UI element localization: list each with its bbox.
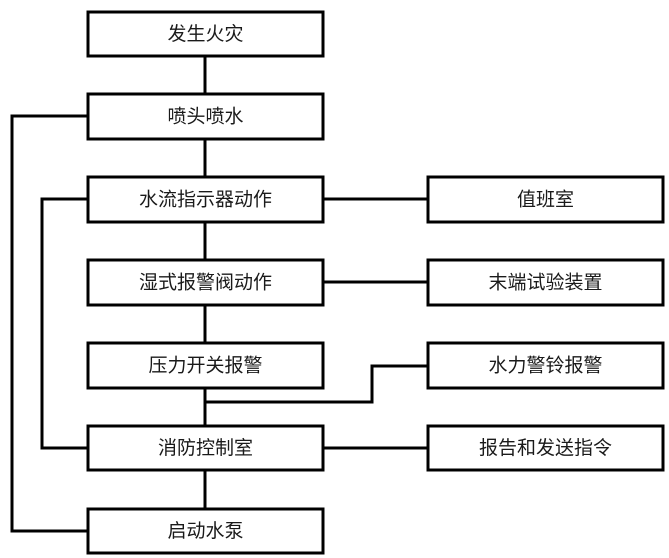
node-label: 末端试验装置 [488,272,602,294]
connector-loop-indicator-to-control-room [40,197,90,450]
node-sprinkler-spray: 喷头喷水 [86,92,325,141]
node-label: 报告和发送指令 [479,437,612,459]
node-water-gong-alarm: 水力警铃报警 [426,341,665,390]
connector-spine-to-water-gong [203,364,430,404]
node-start-pump: 启动水泵 [86,507,325,555]
node-wet-alarm-valve: 湿式报警阀动作 [86,258,325,307]
node-report-and-command: 报告和发送指令 [426,424,665,472]
node-pressure-switch: 压力开关报警 [86,341,325,390]
node-duty-room: 值班室 [426,175,665,224]
node-label: 值班室 [517,189,574,211]
node-label: 发生火灾 [167,23,243,45]
connector-loop-sprinkler-to-pump [10,114,90,533]
node-label: 喷头喷水 [167,106,243,128]
node-water-flow-indicator: 水流指示器动作 [86,175,325,224]
node-label: 消防控制室 [158,437,253,459]
node-label: 水流指示器动作 [139,189,272,211]
node-fire-occurs: 发生火灾 [86,10,325,58]
node-end-test-device: 末端试验装置 [426,258,665,307]
node-label: 压力开关报警 [148,355,262,377]
node-label: 水力警铃报警 [488,355,602,377]
node-label: 启动水泵 [167,520,243,542]
node-fire-control-room: 消防控制室 [86,424,325,472]
node-label: 湿式报警阀动作 [139,272,272,294]
